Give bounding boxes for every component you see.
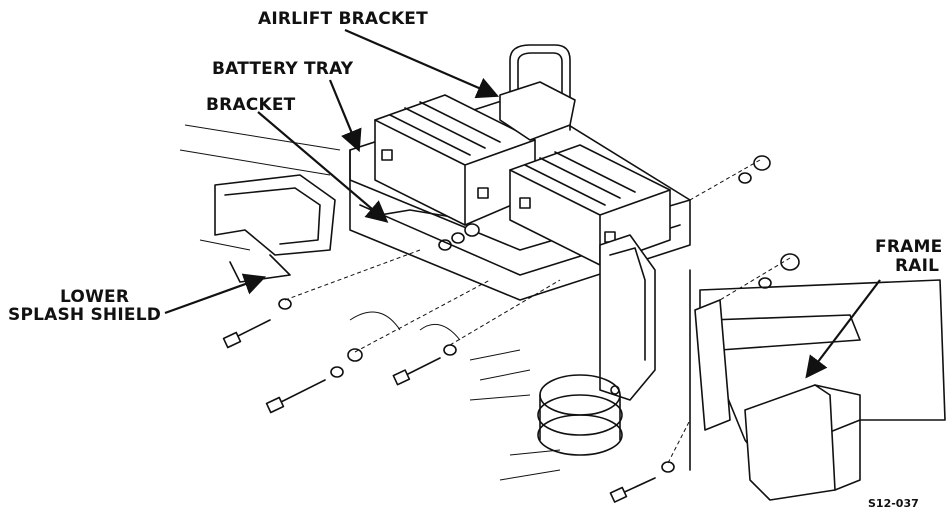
background-sketch — [179, 124, 561, 481]
airlift-bracket-arrow — [344, 28, 500, 99]
label-frame-rail-line2: RAIL — [895, 256, 940, 276]
label-lower-splash-shield-line2: SPLASH SHIELD — [8, 305, 162, 325]
label-battery-tray: BATTERY TRAY — [212, 59, 354, 79]
label-airlift-bracket: AIRLIFT BRACKET — [258, 9, 428, 29]
lower-splash-shield-arrow — [164, 273, 267, 315]
label-bracket: BRACKET — [206, 95, 296, 115]
frame-rail — [699, 279, 946, 501]
frame-bracket — [689, 269, 731, 471]
battery-tray-arrow — [328, 79, 362, 153]
lower-splash-shield — [214, 174, 336, 283]
leader-arrows — [164, 28, 881, 379]
airlift-bracket — [499, 44, 576, 141]
frame-rail-arrow — [805, 279, 881, 379]
fasteners — [222, 155, 800, 503]
mount-bushing — [537, 374, 623, 456]
label-frame-rail-line1: FRAME — [875, 237, 943, 257]
figure-id: S12-037 — [868, 497, 919, 510]
support-plate — [599, 234, 656, 401]
bracket-arrow — [257, 111, 389, 223]
label-lower-splash-shield-line1: LOWER — [60, 287, 130, 307]
